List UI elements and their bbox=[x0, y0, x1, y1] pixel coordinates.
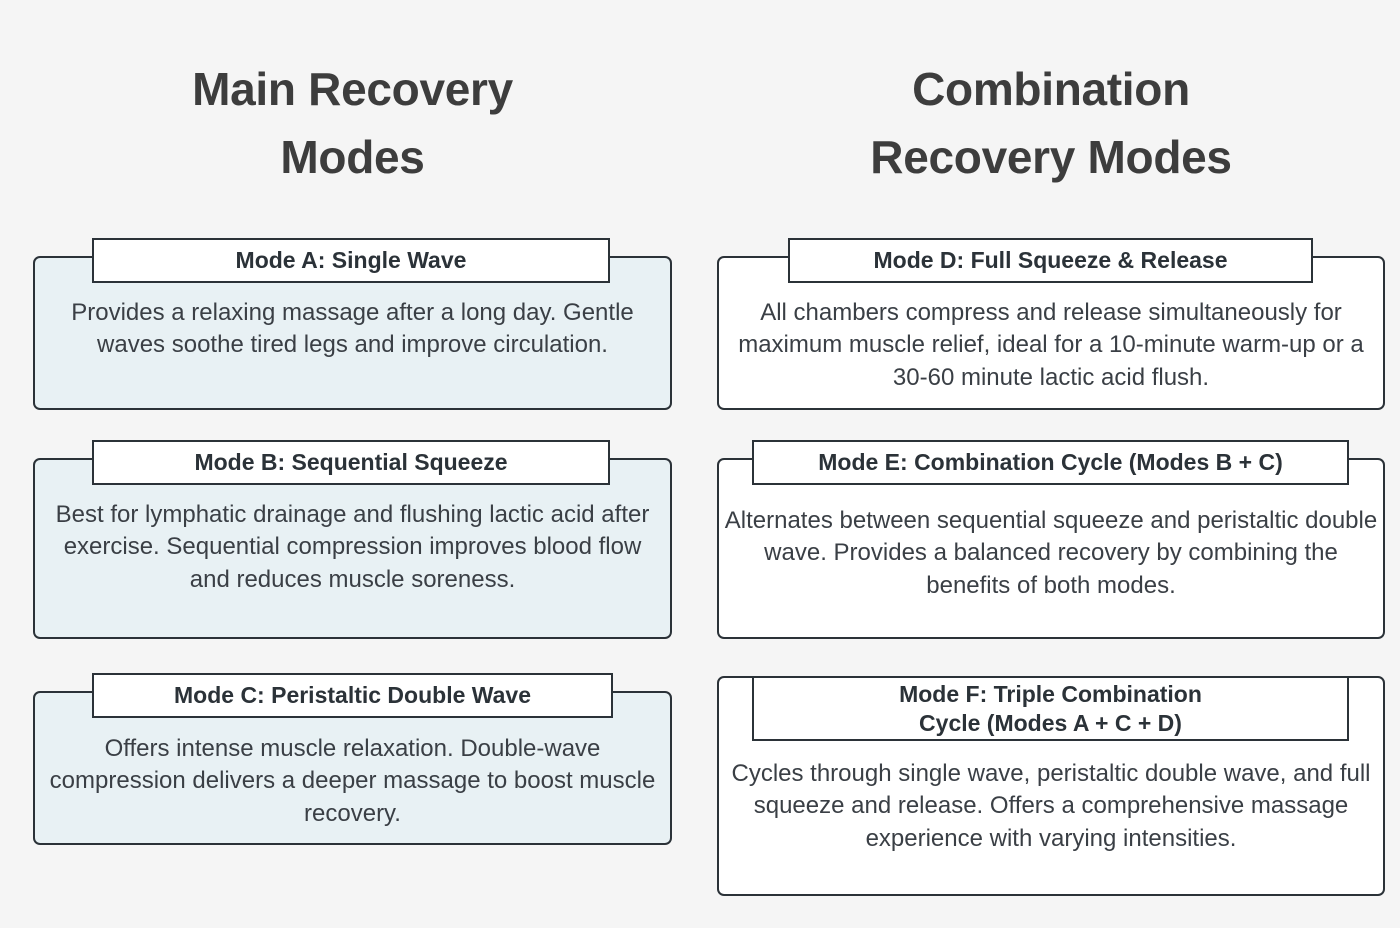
card-body-mode-a: Provides a relaxing massage after a long… bbox=[71, 299, 634, 359]
card-body-mode-b: Best for lymphatic drainage and flushing… bbox=[55, 501, 650, 593]
card-body-mode-f: Cycles through single wave, peristaltic … bbox=[731, 760, 1371, 852]
card-label-mode-e: Mode E: Combination Cycle (Modes B + C) bbox=[752, 440, 1349, 485]
card-mode-e bbox=[717, 458, 1385, 639]
column-title-combination-recovery-modes: Combination Recovery Modes bbox=[870, 63, 1232, 183]
card-body-mode-c: Offers intense muscle relaxation. Double… bbox=[49, 735, 656, 827]
card-mode-b bbox=[33, 458, 672, 639]
card-label-mode-a: Mode A: Single Wave bbox=[92, 238, 610, 283]
card-label-mode-b: Mode B: Sequential Squeeze bbox=[92, 440, 610, 485]
column-title-main-recovery-modes: Main Recovery Modes bbox=[192, 63, 513, 183]
card-label-mode-d: Mode D: Full Squeeze & Release bbox=[788, 238, 1313, 283]
card-label-mode-c: Mode C: Peristaltic Double Wave bbox=[92, 673, 613, 718]
card-body-mode-d: All chambers compress and release simult… bbox=[738, 299, 1364, 391]
card-label-mode-f: Mode F: Triple Combination Cycle (Modes … bbox=[752, 676, 1349, 741]
card-body-mode-e: Alternates between sequential squeeze an… bbox=[724, 507, 1378, 599]
